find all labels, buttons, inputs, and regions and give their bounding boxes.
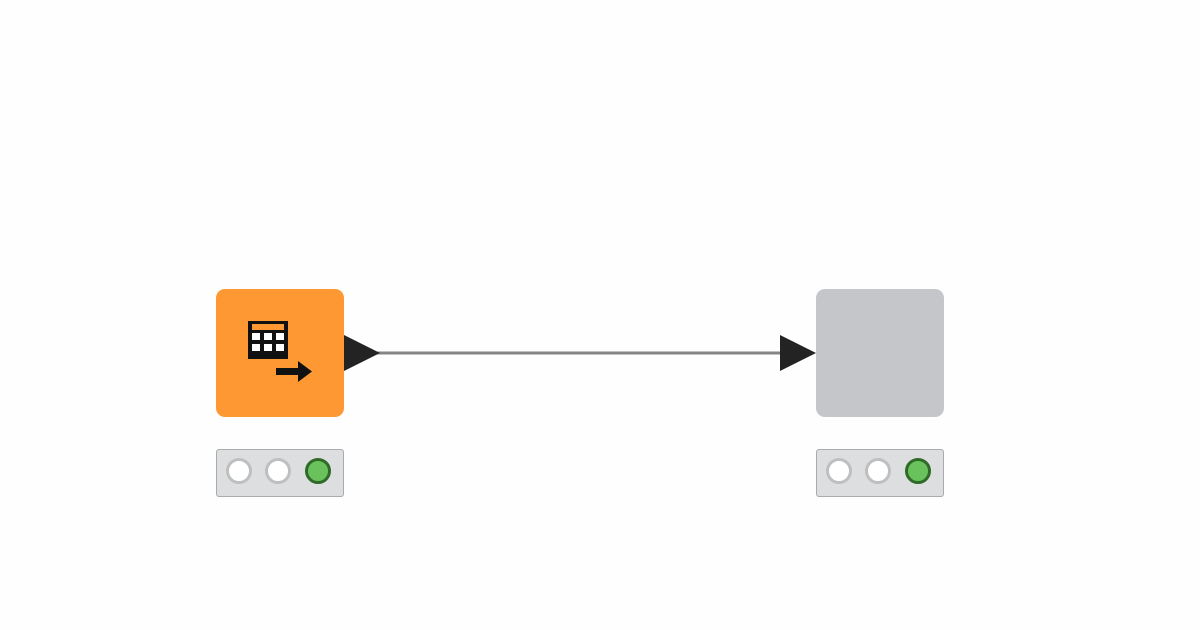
target-node-status <box>816 449 944 497</box>
source-node[interactable] <box>216 289 344 417</box>
status-light-off <box>826 458 852 484</box>
status-light-green <box>905 458 931 484</box>
status-light-off <box>865 458 891 484</box>
status-light-off <box>226 458 252 484</box>
status-light-green <box>305 458 331 484</box>
input-port[interactable] <box>780 335 816 371</box>
target-node[interactable] <box>816 289 944 417</box>
source-node-status <box>216 449 344 497</box>
output-port[interactable] <box>344 335 380 371</box>
status-light-off <box>265 458 291 484</box>
table-output-icon <box>248 321 312 382</box>
